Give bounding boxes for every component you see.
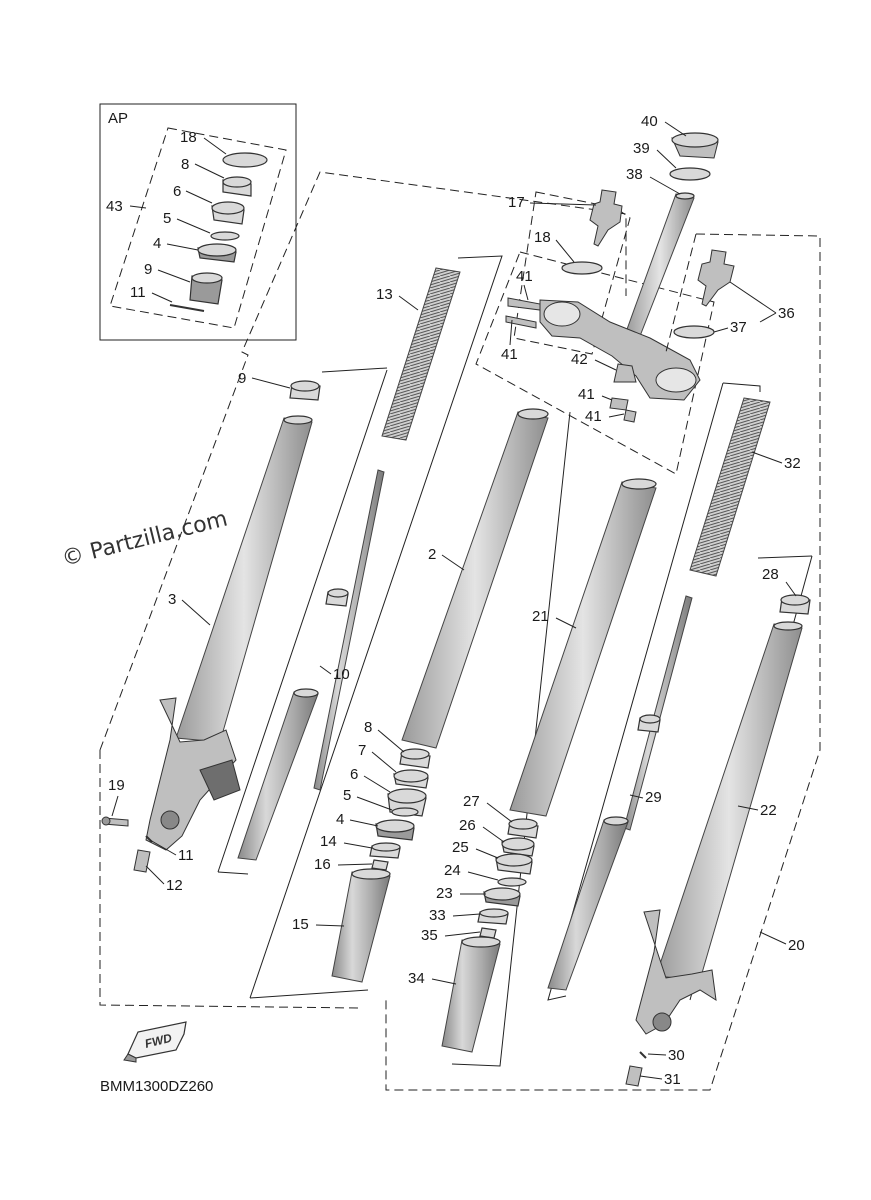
- callout-26: 26: [459, 817, 476, 834]
- fwd-arrow-icon: FWD: [123, 1021, 187, 1063]
- callout-6: 6: [350, 766, 358, 783]
- callout-24: 24: [444, 862, 461, 879]
- part-41-bolt-d: [623, 409, 637, 423]
- ap-clip-5: [210, 231, 240, 241]
- part-21-inner-tube: [509, 481, 657, 817]
- callouts: 40 39 38 17 18 36 37 41 41 42 41 41 13 3…: [108, 113, 805, 1088]
- part-2-inner-tube: [401, 411, 549, 749]
- part-3-outer-tube: [175, 417, 313, 743]
- callout-41-d: 41: [585, 408, 602, 425]
- callout-28: 28: [762, 566, 779, 583]
- callout-3: 3: [168, 591, 176, 608]
- callout-12: 12: [166, 877, 183, 894]
- callout-14: 14: [320, 833, 337, 850]
- part-22-outer-tube: [655, 623, 803, 981]
- ap-label: AP: [108, 110, 128, 127]
- ap-inset: AP 18 8 6 43 5 4 9 11: [99, 103, 297, 341]
- part-37-oring: [673, 325, 715, 339]
- callout-20: 20: [788, 937, 805, 954]
- callout-32: 32: [784, 455, 801, 472]
- watermark: © Partzilla.com: [59, 506, 230, 571]
- part-38-steering-stem: [625, 193, 695, 337]
- callout-15: 15: [292, 916, 309, 933]
- part-32-dust-boot: [689, 397, 771, 577]
- callout-ap-11: 11: [130, 284, 146, 301]
- part-34-cylinder: [441, 939, 501, 1053]
- callout-17: 17: [508, 194, 525, 211]
- callout-38: 38: [626, 166, 643, 183]
- callout-ap-43: 43: [106, 198, 123, 215]
- part-30-pin: [639, 1051, 647, 1059]
- callout-33: 33: [429, 907, 446, 924]
- part-36-cap-bolt: [697, 249, 735, 307]
- callout-11: 11: [178, 847, 194, 864]
- callout-ap-9: 9: [144, 261, 152, 278]
- callout-18: 18: [534, 229, 551, 246]
- callout-10: 10: [333, 666, 350, 683]
- ap-pin-11: [169, 304, 205, 312]
- callout-21: 21: [532, 608, 549, 625]
- part-16-collar: [371, 859, 389, 871]
- fwd-label: FWD: [143, 1031, 173, 1051]
- part-18-oring: [561, 261, 603, 275]
- part-24-clip: [497, 877, 527, 887]
- callout-34: 34: [408, 970, 425, 987]
- callout-31: 31: [664, 1071, 681, 1088]
- part-42-nut: [613, 363, 637, 383]
- callout-5: 5: [343, 787, 351, 804]
- part-22-axle-bracket: [635, 909, 717, 1035]
- callout-37: 37: [730, 319, 747, 336]
- part-17-cap-bolt: [589, 189, 623, 247]
- callout-36: 36: [778, 305, 795, 322]
- callout-13: 13: [376, 286, 393, 303]
- callout-30: 30: [668, 1047, 685, 1064]
- part-29-damper-rod: [623, 595, 693, 831]
- part-31-bolt: [625, 1065, 643, 1087]
- part-10-damper-rod: [313, 469, 385, 791]
- callout-25: 25: [452, 839, 469, 856]
- callout-29: 29: [645, 789, 662, 806]
- callout-8: 8: [364, 719, 372, 736]
- callout-ap-8: 8: [181, 156, 189, 173]
- callout-ap-4: 4: [153, 235, 161, 252]
- callout-16: 16: [314, 856, 331, 873]
- callout-39: 39: [633, 140, 650, 157]
- callout-19: 19: [108, 777, 125, 794]
- diagram-code: BMM1300DZ260: [100, 1078, 213, 1095]
- callout-22: 22: [760, 802, 777, 819]
- part-41-bolt-b: [505, 315, 537, 329]
- callout-23: 23: [436, 885, 453, 902]
- part-41-bolt-c: [609, 397, 629, 411]
- callout-41-b: 41: [501, 346, 518, 363]
- ap-seal-18: [222, 152, 268, 168]
- callout-2: 2: [428, 546, 436, 563]
- callout-ap-18: 18: [180, 129, 197, 146]
- callout-ap-5: 5: [163, 210, 171, 227]
- part-5-clip: [391, 807, 419, 817]
- left-fork-group-outline: [99, 171, 627, 751]
- right-fork-group-outline: [385, 233, 821, 1091]
- callout-42: 42: [571, 351, 588, 368]
- part-41-bolt-a: [507, 297, 541, 311]
- part-39-washer: [669, 167, 711, 181]
- part-12-bolt: [133, 849, 151, 873]
- callout-ap-6: 6: [173, 183, 181, 200]
- callout-27: 27: [463, 793, 480, 810]
- callout-40: 40: [641, 113, 658, 130]
- part-15-cylinder: [331, 871, 391, 983]
- part-13-dust-boot: [381, 267, 461, 441]
- callout-35: 35: [421, 927, 438, 944]
- callout-7: 7: [358, 742, 366, 759]
- callout-9: 9: [238, 370, 246, 387]
- callout-4: 4: [336, 811, 344, 828]
- callout-41-c: 41: [578, 386, 595, 403]
- callout-41-a: 41: [516, 268, 533, 285]
